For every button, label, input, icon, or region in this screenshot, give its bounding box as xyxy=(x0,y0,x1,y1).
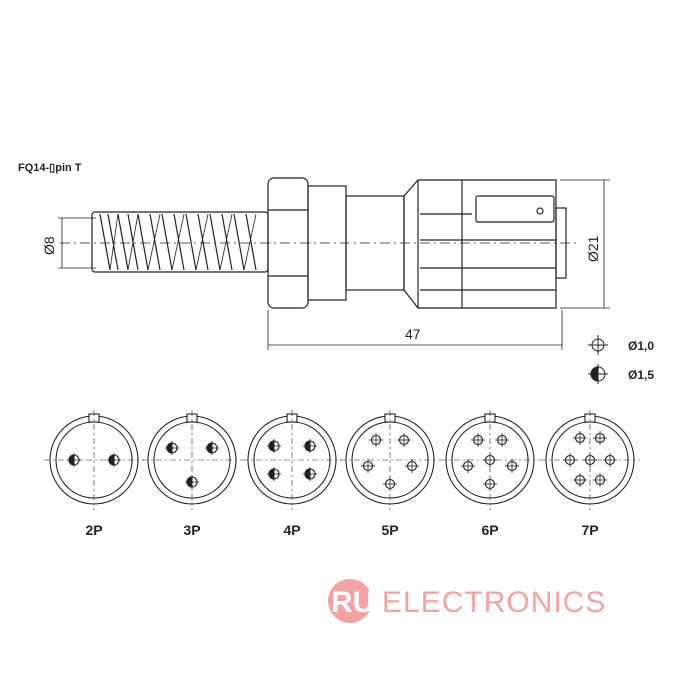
legend-small-label: Ø1,0 xyxy=(628,339,654,353)
legend-large-label: Ø1,5 xyxy=(628,368,654,382)
layout-label: 7P xyxy=(581,522,598,538)
pin-small-icon xyxy=(505,459,519,473)
pin-small-icon xyxy=(563,453,577,467)
outer-diameter-label: Ø21 xyxy=(585,235,601,262)
pin-large-icon xyxy=(303,439,317,453)
pin-large-icon xyxy=(267,439,281,453)
coupling-ring xyxy=(403,179,567,309)
pin-large-icon xyxy=(185,475,199,489)
layout-6p: 6P xyxy=(440,410,540,538)
pin-small-icon xyxy=(603,453,617,467)
pin-small-icon xyxy=(361,459,375,473)
key-mark-icon xyxy=(536,207,544,215)
layout-label: 3P xyxy=(183,522,200,538)
layout-7p: 7P xyxy=(540,410,640,538)
pin-small-icon xyxy=(483,453,497,467)
pin-small-icon xyxy=(573,473,587,487)
pin-small-icon xyxy=(593,473,607,487)
layout-label: 6P xyxy=(481,522,498,538)
pin-small-icon xyxy=(495,433,509,447)
pin-small-icon xyxy=(461,459,475,473)
pin-small-icon xyxy=(383,477,397,491)
pin-small-icon xyxy=(588,335,608,355)
spring-relief xyxy=(91,211,269,273)
pin-large-icon xyxy=(588,364,608,384)
watermark: RU ELECTRONICS xyxy=(328,579,606,623)
pin-large-icon xyxy=(267,467,281,481)
pin-small-icon xyxy=(583,453,597,467)
layout-5p: 5P xyxy=(340,410,440,538)
layout-3p: 3P xyxy=(142,410,242,538)
watermark-text: ELECTRONICS xyxy=(382,586,606,619)
pin-large-icon xyxy=(165,441,179,455)
outer-diameter-dimension xyxy=(560,179,610,309)
watermark-badge xyxy=(328,579,372,623)
pin-layouts: 2P 3P 4P 5P 6P 7P xyxy=(44,410,640,538)
pin-large-icon xyxy=(67,453,81,467)
pin-small-icon xyxy=(483,477,497,491)
layout-2p: 2P xyxy=(44,410,144,538)
pin-large-icon xyxy=(303,467,317,481)
pin-legend: Ø1,0 Ø1,5 xyxy=(588,335,654,384)
pin-small-icon xyxy=(397,433,411,447)
pin-large-icon xyxy=(205,441,219,455)
pin-small-icon xyxy=(573,431,587,445)
cable-diameter-dimension xyxy=(58,217,96,269)
length-label: 47 xyxy=(405,326,421,342)
layout-4p: 4P xyxy=(242,410,342,538)
connector-side-view xyxy=(60,177,580,309)
layout-label: 5P xyxy=(381,522,398,538)
layout-label: 2P xyxy=(85,522,102,538)
model-label: FQ14-▯pin T xyxy=(18,162,82,174)
layout-label: 4P xyxy=(283,522,300,538)
cable-diameter-label: Ø8 xyxy=(41,236,57,255)
pin-small-icon xyxy=(405,459,419,473)
length-dimension xyxy=(267,310,563,350)
pin-small-icon xyxy=(593,431,607,445)
pin-small-icon xyxy=(471,433,485,447)
pin-small-icon xyxy=(369,433,383,447)
watermark-badge-text: RU xyxy=(331,586,374,619)
pin-large-icon xyxy=(107,453,121,467)
